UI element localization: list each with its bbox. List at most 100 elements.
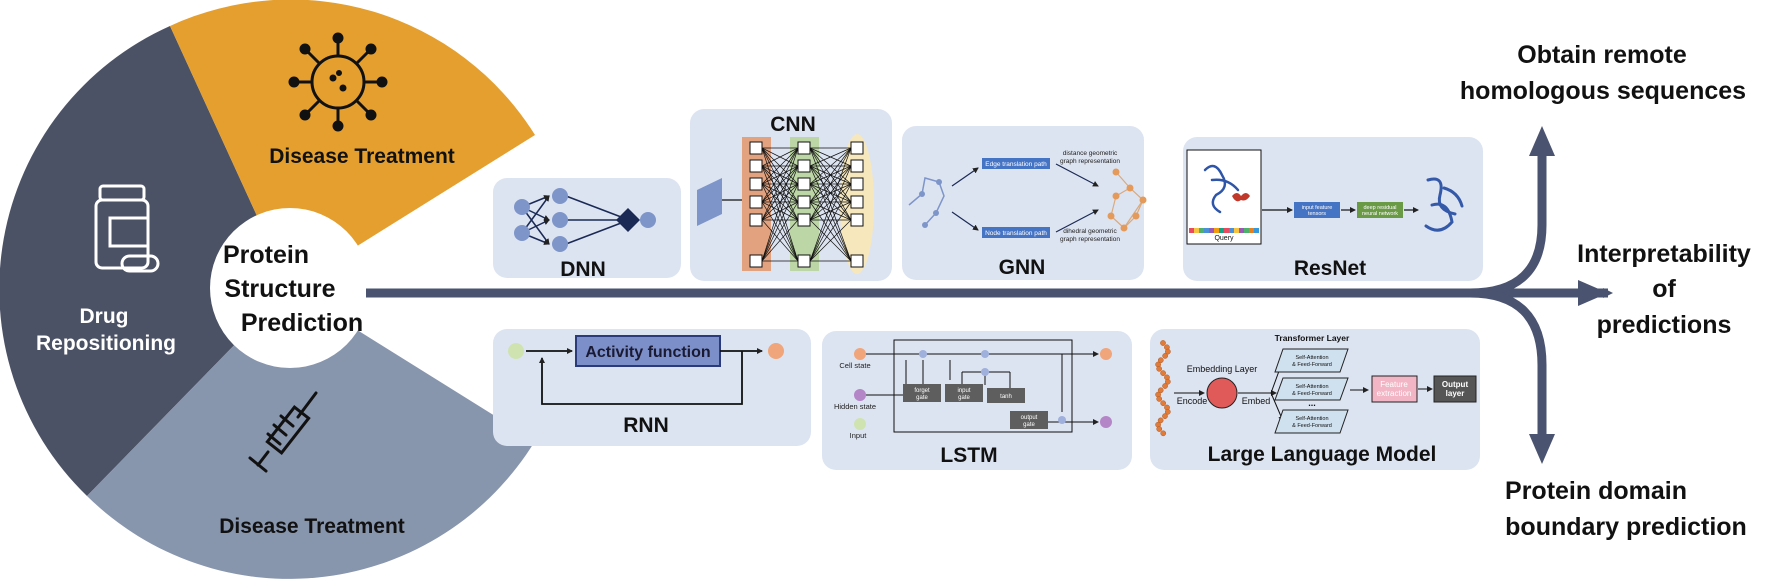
output-bottom-line2: boundary prediction [1505, 513, 1747, 541]
resnet-input-features-2: tensors [1308, 211, 1326, 217]
cnn-connection [809, 183, 852, 262]
arrowhead-down [1529, 434, 1555, 464]
panel-lstm [822, 331, 1132, 470]
resnet-input-features-1: input feature [1302, 205, 1333, 211]
llm-output-line1: Output [1442, 380, 1469, 389]
cnn-neuron [797, 195, 811, 209]
cnn-neuron [850, 177, 864, 191]
llm-ellipsis: ... [1308, 398, 1316, 408]
output-middle-line3: predictions [1597, 311, 1732, 339]
panel-dnn-title: DNN [560, 258, 606, 281]
sequence-residue [1189, 228, 1194, 233]
cnn-neuron [749, 195, 763, 209]
panel-rnn-title: RNN [623, 414, 669, 437]
arrowhead-up [1529, 126, 1555, 156]
gnn-distance-label-1: distance geometric [1063, 150, 1118, 157]
cnn-neuron [797, 141, 811, 155]
resnet-query-label: Query [1214, 235, 1234, 242]
cnn-connection [809, 183, 852, 221]
sector-disease-treatment-bottom [87, 288, 535, 579]
llm-embedding-layer-label: Embedding Layer [1187, 364, 1258, 374]
panel-cnn-title: CNN [770, 113, 816, 136]
cnn-neuron [797, 213, 811, 227]
panel-gnn-title: GNN [999, 256, 1046, 279]
sector-label-drug-line2: Repositioning [36, 332, 176, 355]
lstm-input-gate-1: input [957, 388, 970, 394]
cnn-connection [761, 147, 799, 167]
llm-embed-label: Embed [1242, 396, 1271, 406]
llm-feature-line2: extraction [1377, 389, 1412, 398]
llm-layer2-line2: & Feed-Forward [1292, 391, 1332, 397]
lstm-input-label: Input [850, 431, 868, 440]
cnn-neuron [749, 141, 763, 155]
output-bottom-line1: Protein domain [1505, 477, 1687, 505]
residue-bead [1160, 340, 1166, 346]
llm-layer2-line1: Self-Attention [1295, 384, 1328, 390]
output-middle-line1: Interpretability [1577, 240, 1751, 268]
virus-icon [288, 32, 388, 132]
sequence-residue [1234, 228, 1239, 233]
cnn-neuron [797, 177, 811, 191]
gnn-dihedral-label-2: graph representation [1060, 236, 1120, 243]
cnn-connection [761, 165, 799, 262]
residue-bead [1156, 365, 1162, 372]
cnn-connection [761, 147, 799, 262]
cnn-connection [761, 201, 799, 262]
arrowhead-right [1578, 280, 1608, 306]
residue-bead [1160, 400, 1167, 407]
panel-llm-title: Large Language Model [1208, 443, 1437, 466]
gnn-node-path-label: Node translation path [985, 230, 1047, 237]
cnn-connection [809, 147, 852, 167]
output-middle-line2: of [1652, 275, 1676, 303]
center-hole [210, 208, 370, 368]
residue-bead [1156, 426, 1163, 432]
cnn-neuron [850, 254, 864, 268]
cnn-connection [761, 147, 799, 185]
sequence-residue [1219, 228, 1224, 233]
sequence-residue [1194, 228, 1199, 233]
gnn-dihedral-label-1: dihedral geometric [1063, 228, 1117, 235]
lstm-output-gate-2: gate [1023, 422, 1035, 428]
cnn-connection [809, 219, 852, 262]
residue-bead [1157, 417, 1164, 424]
center-title-line1: Protein [223, 241, 309, 269]
panel-gnn [902, 126, 1147, 280]
cnn-connection [761, 219, 799, 262]
lstm-output-gate-1: output [1021, 415, 1038, 421]
gnn-edge-path-label: Edge translation path [985, 161, 1047, 168]
sequence-residue [1209, 228, 1214, 233]
cnn-connection [809, 147, 852, 221]
llm-feature-line1: Feature [1380, 380, 1408, 389]
rnn-activity-box [575, 335, 721, 367]
arrow-to-domain-boundary [1469, 288, 1547, 442]
sequence-residue [1199, 228, 1204, 233]
lstm-forget-gate-1: forget [914, 388, 930, 394]
rnn-activity-label: Activity function [585, 344, 710, 361]
panel-llm [1150, 329, 1480, 470]
lstm-forget-gate-2: gate [916, 395, 928, 401]
residue-bead [1162, 383, 1168, 389]
sequence-residue [1214, 228, 1219, 233]
llm-layer1-line1: Self-Attention [1295, 355, 1328, 361]
panel-resnet-title: ResNet [1294, 257, 1366, 280]
cnn-connection [761, 183, 799, 221]
sequence-residue [1254, 228, 1259, 233]
llm-layer3-line1: Self-Attention [1295, 416, 1328, 422]
lstm-hidden-state-label: Hidden state [834, 402, 876, 411]
residue-bead [1156, 396, 1163, 402]
llm-transformer-layer-label: Transformer Layer [1275, 333, 1350, 343]
cnn-neuron [850, 195, 864, 209]
center-title-line3: Prediction [241, 309, 363, 337]
syringe-icon [248, 391, 318, 473]
gnn-distance-label-2: graph representation [1060, 158, 1120, 165]
resnet-deep-residual-1: deep residual [1363, 205, 1396, 211]
cnn-connection [809, 147, 852, 262]
cnn-connection [809, 147, 852, 185]
output-top-line1: Obtain remote [1517, 41, 1687, 69]
sector-drug-repositioning [0, 26, 290, 496]
panel-resnet [1183, 137, 1483, 281]
lstm-input-gate-2: gate [958, 395, 970, 401]
sector-label-drug-line1: Drug [80, 305, 129, 328]
residue-bead [1162, 353, 1168, 359]
